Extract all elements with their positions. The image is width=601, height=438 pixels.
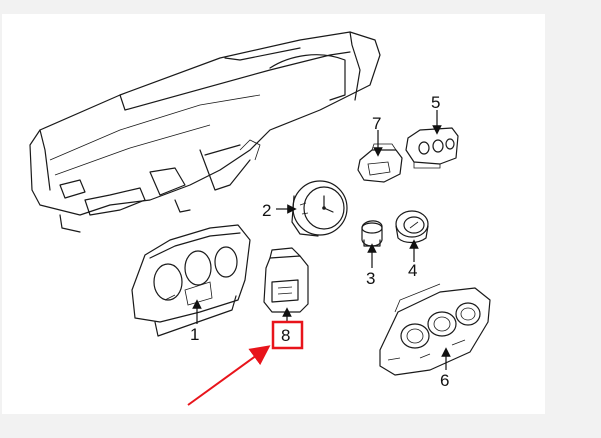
rotary-switch — [395, 210, 429, 244]
switch-block — [405, 127, 459, 169]
analog-clock — [291, 180, 348, 237]
pointer-arrow — [187, 345, 271, 406]
climate-control-panel — [379, 283, 491, 376]
callout-7: 7 — [372, 114, 381, 133]
callout-3: 3 — [366, 269, 375, 288]
sensor-module — [263, 247, 309, 313]
callout-8: 8 — [281, 326, 290, 345]
highlight-box — [271, 320, 304, 350]
callout-6: 6 — [440, 371, 449, 390]
callout-5: 5 — [431, 93, 440, 112]
small-switch — [357, 143, 403, 183]
callout-4: 4 — [408, 261, 417, 280]
callout-1: 1 — [190, 325, 199, 344]
instrument-cluster — [131, 224, 251, 337]
callout-2: 2 — [262, 201, 271, 220]
dashboard-outline — [29, 31, 381, 233]
push-button — [361, 220, 383, 247]
